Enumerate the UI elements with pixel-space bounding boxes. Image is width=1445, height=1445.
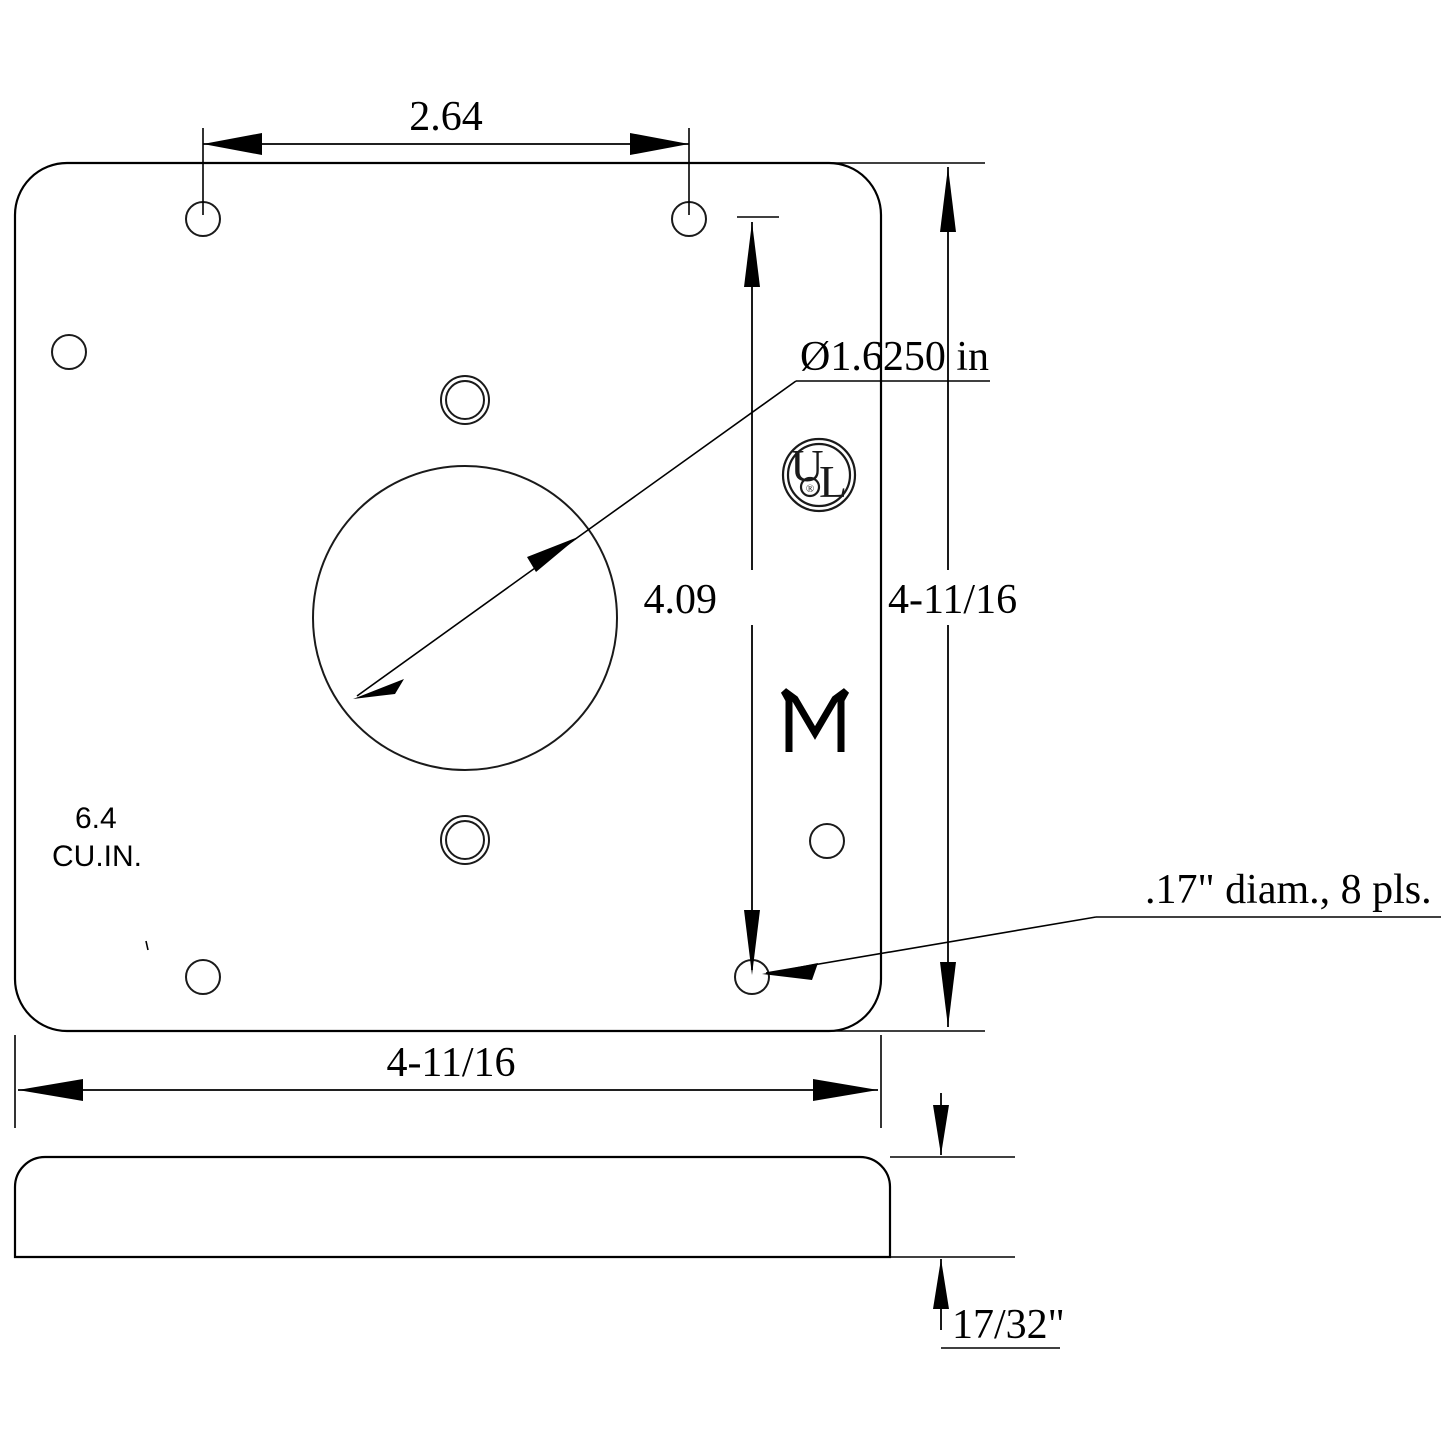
center-hole bbox=[312, 465, 618, 771]
dim-label-2-64: 2.64 bbox=[409, 94, 483, 140]
arrowhead-4-09-top bbox=[744, 222, 760, 287]
arrowhead-width-right bbox=[813, 1079, 878, 1101]
ul-registered-circle bbox=[799, 476, 821, 498]
small-hole-tick-mark bbox=[145, 940, 149, 951]
knockout-upper-inner bbox=[445, 380, 485, 420]
volume-units-label: CU.IN. bbox=[52, 840, 142, 873]
small-hole-bottom-left bbox=[185, 959, 221, 995]
small-hole-mid-left bbox=[51, 334, 87, 370]
knockout-upper bbox=[440, 375, 490, 425]
dimension-hole-spacing-top: 2.64 bbox=[202, 94, 690, 215]
arrowhead-4-09-bottom bbox=[744, 910, 760, 975]
ul-letter-l: L bbox=[819, 456, 847, 507]
arrowhead-thickness-top bbox=[933, 1105, 949, 1155]
dim-label-plate-height: 4-11/16 bbox=[888, 577, 1017, 623]
arrowhead-width-left bbox=[18, 1079, 83, 1101]
arrowhead-thickness-bottom bbox=[933, 1259, 949, 1309]
note-label-small-hole: .17" diam., 8 pls. bbox=[1145, 867, 1432, 913]
small-hole-group bbox=[51, 201, 845, 995]
ul-listing-mark: U L ® bbox=[781, 437, 857, 513]
knockout-lower-outer bbox=[440, 815, 490, 865]
maker-mark-m-glyph bbox=[780, 688, 850, 752]
note-small-hole-callout: .17" diam., 8 pls. bbox=[762, 867, 1441, 980]
arrowhead-height-bottom bbox=[940, 962, 956, 1027]
annotation-volume: 6.4 CU.IN. bbox=[52, 802, 142, 873]
dimension-thickness: 17/32" bbox=[890, 1093, 1065, 1349]
dimension-center-hole-diameter: Ø1.6250 in bbox=[353, 334, 990, 699]
arrowhead-diameter-lower-left bbox=[353, 679, 404, 699]
dim-label-thickness: 17/32" bbox=[952, 1302, 1065, 1348]
arrowhead-height-top bbox=[940, 167, 956, 232]
small-hole-leader-line bbox=[765, 916, 1097, 974]
dimension-vertical-hole-span: 4.09 bbox=[644, 216, 779, 975]
dim-label-center-diameter: Ø1.6250 in bbox=[800, 334, 989, 380]
dimension-plate-height: 4-11/16 bbox=[820, 162, 1017, 1032]
side-view-outline bbox=[13, 1155, 892, 1259]
plate-side-view bbox=[13, 1155, 892, 1259]
maker-mark-m bbox=[780, 688, 850, 752]
ul-outer-circle bbox=[781, 437, 857, 513]
arrowhead-diameter-upper-right bbox=[527, 537, 578, 572]
knockout-upper-outer bbox=[440, 375, 490, 425]
dimension-plate-width: 4-11/16 bbox=[14, 1035, 882, 1128]
volume-value-label: 6.4 bbox=[75, 802, 117, 835]
arrowhead-small-hole-note bbox=[762, 963, 818, 980]
ul-inner-circle bbox=[786, 442, 852, 508]
arrowhead-2-64-left bbox=[203, 133, 262, 155]
ul-registered-symbol: ® bbox=[806, 483, 814, 495]
knockout-lower bbox=[440, 815, 490, 865]
dim-label-plate-width: 4-11/16 bbox=[386, 1040, 515, 1086]
knockout-lower-inner bbox=[445, 820, 485, 860]
diameter-leader-elbow bbox=[573, 380, 797, 541]
dim-label-4-09: 4.09 bbox=[644, 577, 718, 623]
small-hole-mid-right bbox=[809, 823, 845, 859]
arrowhead-2-64-right bbox=[630, 133, 689, 155]
